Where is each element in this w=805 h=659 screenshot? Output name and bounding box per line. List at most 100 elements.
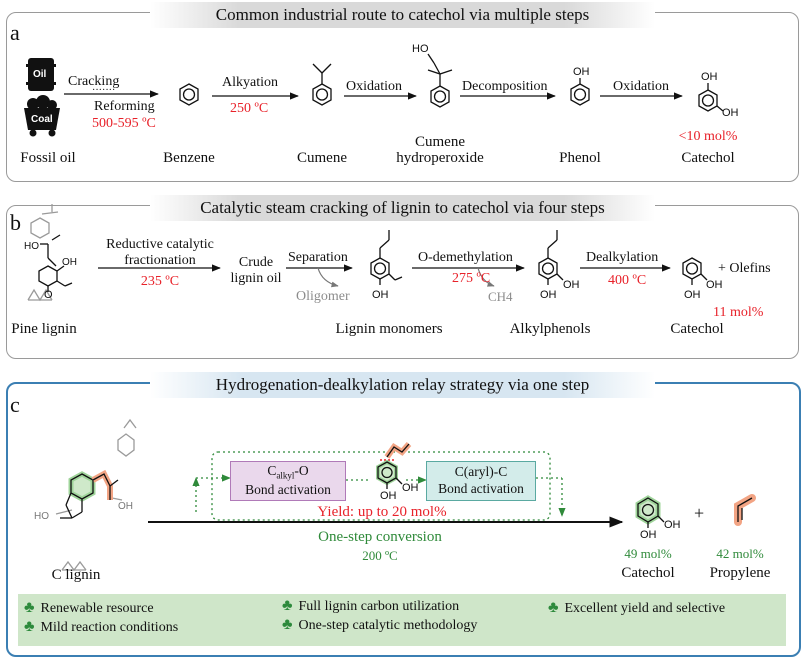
box1-line1: Calkyl-O <box>267 463 309 481</box>
box2-line2: Bond activation <box>438 481 524 496</box>
c-lignin-ho: HO <box>34 511 49 522</box>
name-catechol-b: Catechol <box>670 321 724 337</box>
relay-yield: Yield: up to 20 mol% <box>317 504 447 520</box>
coal-label: Coal <box>31 114 53 125</box>
oil-barrel-icon <box>26 58 56 91</box>
feature-carbon-utilization: ♣Full lignin carbon utilization <box>282 597 460 614</box>
step-alkylation-temp: 250 ºC <box>230 101 269 116</box>
name-lignin-monomers: Lignin monomers <box>335 321 443 337</box>
step-cracking-dots: ······· <box>92 85 116 96</box>
name-cumene-hp-1: Cumene <box>415 134 465 150</box>
catechol-a-oh2: OH <box>722 107 739 119</box>
clover-icon: ♣ <box>548 599 559 616</box>
step-reforming-label: Reforming <box>94 99 155 114</box>
catechol-structure-a <box>698 83 724 112</box>
catechol-structure-c <box>635 495 665 528</box>
catechol-structure-b <box>682 257 708 285</box>
step-odemethylation-temp: 275 ºC <box>452 271 491 286</box>
monomer-oh: OH <box>372 289 389 301</box>
feature-mild: ♣Mild reaction conditions <box>24 618 179 635</box>
step-odemethylation-label: O-demethylation <box>418 250 513 265</box>
name-alkylphenols: Alkylphenols <box>509 321 591 337</box>
phenol-oh: OH <box>573 66 590 78</box>
intermediate-structure <box>376 442 412 489</box>
panel-a-label: a <box>10 20 20 45</box>
lignin-monomer-structure <box>370 230 403 285</box>
feature-renewable: ♣Renewable resource <box>24 599 154 616</box>
cumene-structure <box>312 63 332 106</box>
one-step-conversion-label: One-step conversion <box>318 529 442 545</box>
pine-lignin-ho: HO <box>24 241 39 252</box>
name-cumene: Cumene <box>297 150 347 166</box>
box2-line1: C(aryl)-C <box>454 464 508 480</box>
panel-a-banner: Common industrial route to catechol via … <box>150 2 655 28</box>
pine-lignin-o: O <box>44 289 53 301</box>
panel-c-label: c <box>10 392 20 417</box>
crude-lignin-oil-1: Crude <box>238 255 274 270</box>
step-dealkylation-label: Dealkylation <box>586 250 659 265</box>
features-footer <box>18 594 786 646</box>
feature-yield-selective: ♣Excellent yield and selective <box>548 599 726 616</box>
arrow-oligomer-branch <box>317 267 339 288</box>
clover-icon: ♣ <box>24 618 35 635</box>
conversion-temp: 200 ºC <box>362 548 398 563</box>
box-caryl-c-activation: C(aryl)-C Bond activation <box>426 461 536 501</box>
step-alkylation-label: Alkyation <box>222 75 278 90</box>
catechol-b-oh1: OH <box>684 289 701 301</box>
ch4-label: CH4 <box>488 289 513 304</box>
coal-cart-icon <box>24 95 60 137</box>
name-benzene: Benzene <box>163 150 215 166</box>
alkylphenol-oh1: OH <box>540 289 557 301</box>
step-cracking-label: Cracking <box>68 74 120 89</box>
name-catechol-a: Catechol <box>681 150 735 166</box>
name-propylene: Propylene <box>709 565 771 581</box>
catechol-c-oh2: OH <box>664 519 681 531</box>
catechol-a-oh1: OH <box>701 71 718 83</box>
benzene-structure <box>179 83 199 106</box>
step-oxidation1-label: Oxidation <box>346 79 402 94</box>
step-rcf-temp: 235 ºC <box>140 274 180 289</box>
clover-icon: ♣ <box>24 599 35 616</box>
alkylphenol-oh2: OH <box>563 279 580 291</box>
feature-one-step: ♣One-step catalytic methodology <box>282 616 478 633</box>
c-lignin-structure <box>55 418 137 572</box>
name-pine-lignin: Pine lignin <box>11 321 77 337</box>
alkylphenol-structure <box>538 230 564 285</box>
oil-label: Oil <box>33 69 47 80</box>
yield-catechol-a: <10 mol% <box>678 129 738 144</box>
clover-icon: ♣ <box>282 616 293 633</box>
panel-b-banner: Catalytic steam cracking of lignin to ca… <box>150 195 655 221</box>
phenol-structure <box>570 78 590 106</box>
pine-lignin-oh: OH <box>62 257 77 268</box>
intermediate-oh1: OH <box>380 490 397 502</box>
step-reforming-temp: 500-595 ºC <box>92 116 156 131</box>
hydroperoxide-ho: HO <box>412 43 429 55</box>
box-calkyl-o-activation: Calkyl-O Bond activation <box>230 461 346 501</box>
yield-catechol-c: 49 mol% <box>624 546 672 561</box>
step-oxidation2-label: Oxidation <box>613 79 669 94</box>
panel-b-label: b <box>10 210 21 235</box>
arrow-ch4-branch <box>477 267 495 287</box>
cumene-hydroperoxide-structure <box>427 53 453 108</box>
name-catechol-c: Catechol <box>621 565 675 581</box>
panel-a <box>6 12 799 182</box>
name-cumene-hp-2: hydroperoxide <box>396 150 484 166</box>
intermediate-oh2: OH <box>402 482 419 494</box>
panel-c-banner: Hydrogenation-dealkylation relay strateg… <box>150 372 655 398</box>
crude-lignin-oil-2: lignin oil <box>230 271 282 286</box>
name-phenol: Phenol <box>559 150 601 166</box>
step-rcf-label-1: Reductive catalytic <box>106 237 214 252</box>
oligomer-label: Oligomer <box>296 289 350 304</box>
name-fossil-oil: Fossil oil <box>20 150 76 166</box>
pine-lignin-structure <box>27 204 73 302</box>
plus-olefins-label: + Olefins <box>718 261 771 276</box>
yield-catechol-b: 11 mol% <box>713 305 764 320</box>
propylene-structure <box>734 494 756 526</box>
catechol-c-oh1: OH <box>640 529 657 541</box>
box1-line2: Bond activation <box>245 482 331 498</box>
catechol-b-oh2: OH <box>706 279 723 291</box>
step-separation-label: Separation <box>288 250 348 265</box>
c-lignin-oh: OH <box>118 501 133 512</box>
